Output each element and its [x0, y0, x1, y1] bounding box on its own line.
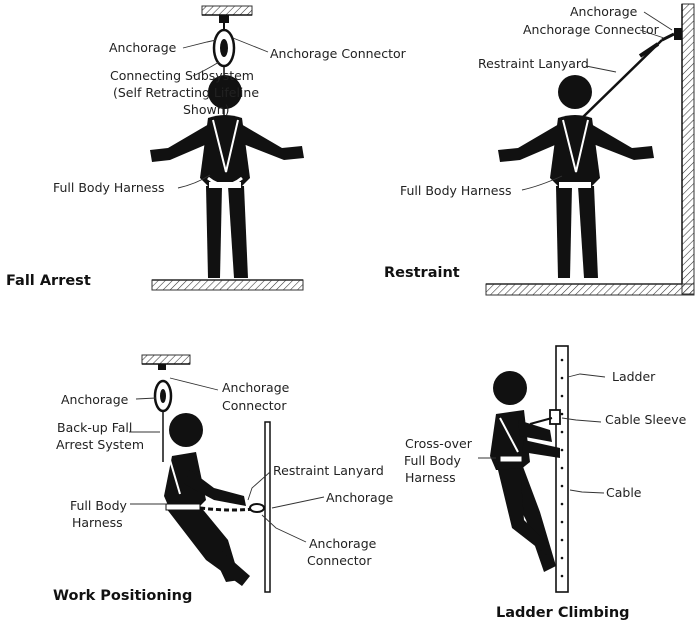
cable-sleeve	[549, 409, 561, 425]
panel-fall-arrest: Anchorage Anchorage Connector Connecting…	[6, 5, 407, 291]
floor-hatch	[151, 279, 304, 291]
title-restraint: Restraint	[384, 265, 460, 281]
label-cable: Cable	[606, 485, 642, 500]
panel-work-positioning: Anchorage Anchorage Connector Back-up Fa…	[53, 354, 394, 604]
figure-ladder-climbing	[490, 371, 560, 572]
label-cable-sleeve: Cable Sleeve	[605, 412, 687, 427]
label-harness: Full Body	[70, 498, 128, 513]
label-backup-system: Arrest System	[56, 437, 144, 452]
label-anchorage-connector-bottom: Anchorage	[309, 536, 377, 551]
title-work-positioning: Work Positioning	[53, 588, 192, 604]
panel-ladder-climbing: Ladder Cable Sleeve Cross-over Full Body…	[404, 345, 687, 621]
label-restraint-lanyard: Restraint Lanyard	[478, 56, 589, 71]
panel-restraint: Anchorage Anchorage Connector Restraint …	[384, 3, 695, 296]
label-ladder: Ladder	[612, 369, 656, 384]
label-anchorage-connector-top-2: Connector	[222, 398, 287, 413]
label-harness: Full Body Harness	[53, 180, 165, 195]
label-anchorage-top: Anchorage	[61, 392, 129, 407]
label-restraint-lanyard: Restraint Lanyard	[273, 463, 384, 478]
label-harness-3: Harness	[405, 470, 456, 485]
anchorage-plate	[674, 28, 682, 40]
label-harness: Cross-over	[405, 436, 473, 451]
floor-hatch	[485, 283, 695, 296]
figure-restraint	[498, 75, 654, 278]
restraint-lanyard	[581, 39, 663, 119]
anchorage-plate	[219, 15, 229, 23]
srl-hub	[220, 39, 228, 57]
label-anchorage: Anchorage	[109, 40, 177, 55]
label-connecting-subsystem-shown: Shown)	[183, 102, 230, 117]
label-harness: Full Body Harness	[400, 183, 512, 198]
title-fall-arrest: Fall Arrest	[6, 273, 91, 289]
label-anchorage-connector-top: Anchorage	[222, 380, 290, 395]
label-connecting-subsystem-detail: (Self Retracting Lifeline	[113, 85, 259, 100]
label-anchorage: Anchorage	[570, 4, 638, 19]
figure-fall-arrest	[150, 75, 304, 278]
label-backup-fall: Back-up Fall	[57, 420, 132, 435]
figure-work-positioning	[164, 413, 250, 586]
label-anchorage-right: Anchorage	[326, 490, 394, 505]
label-anchorage-connector-bottom-2: Connector	[307, 553, 372, 568]
label-harness-2: Full Body	[404, 453, 462, 468]
label-connecting-subsystem: Connecting Subsystem	[110, 68, 254, 83]
label-anchorage-connector: Anchorage Connector	[523, 22, 660, 37]
pole	[264, 421, 271, 593]
wall-hatch	[681, 3, 695, 295]
ceiling-hatch	[201, 5, 253, 16]
ceiling-hatch	[141, 354, 191, 365]
label-anchorage-connector: Anchorage Connector	[270, 46, 407, 61]
label-harness-2: Harness	[72, 515, 123, 530]
title-ladder-climbing: Ladder Climbing	[496, 605, 630, 621]
